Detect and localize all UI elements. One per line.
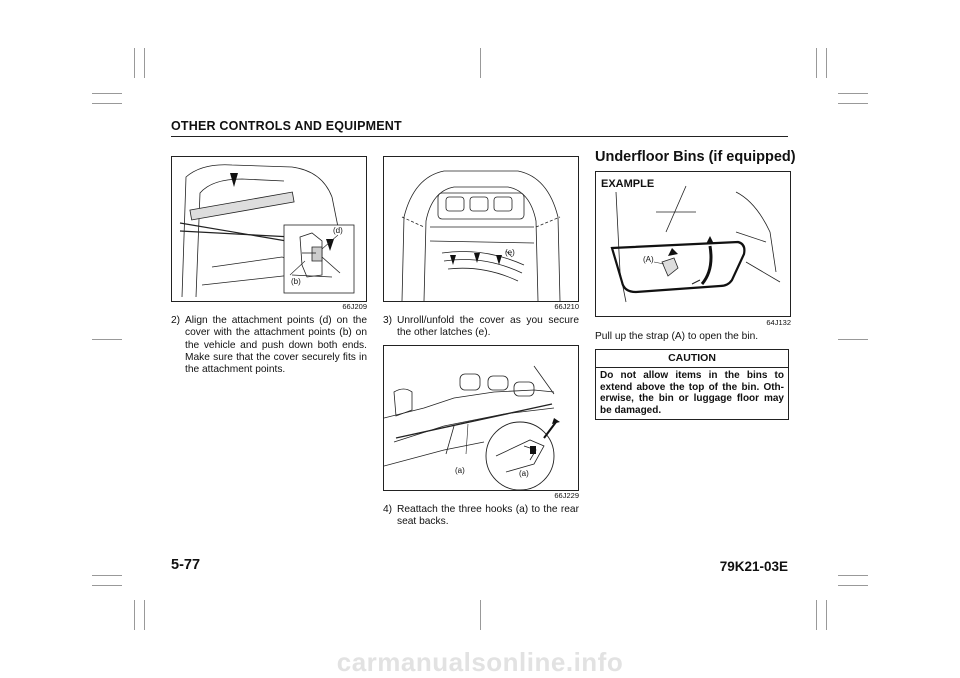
caution-box: CAUTION Do not allow items in the bins t… [595,349,789,420]
figure-code-64J132: 64J132 [766,318,791,327]
caution-title: CAUTION [596,350,788,368]
underfloor-bin-illustration [610,185,781,303]
watermark: carmanualsonline.info [336,647,624,677]
label-a-inset: (a) [519,469,529,478]
figure-code-66J209: 66J209 [342,302,367,311]
figure-underfloor-bin: (A) [595,171,791,317]
step-text: Unroll/unfold the cover as you secure th… [397,315,579,339]
label-A: (A) [643,255,654,264]
label-a-left: (a) [455,466,465,475]
caution-text: Do not allow items in the bins to extend… [600,370,784,416]
step-text: Align the attachment points (d) on the c… [185,315,367,376]
step-text: Reattach the three hooks (a) to the rear… [397,504,579,528]
figure-cargo-cover-attach: (d) (b) [171,156,367,302]
section-heading-underfloor-bins: Underfloor Bins (if equipped) [595,149,796,165]
example-label: EXAMPLE [601,178,655,190]
cover-latches-illustration [401,170,561,301]
step-4: 4) Reattach the three hooks (a) to the r… [383,504,579,529]
rear-seat-hooks-illustration [384,365,560,490]
step-number: 4) [383,504,393,515]
page-number: 5-77 [171,557,201,573]
figure-code-66J229: 66J229 [554,491,579,500]
instruction-text: Pull up the strap (A) to open the bin. [595,331,759,342]
label-d: (d) [333,226,343,235]
step-number: 2) [171,315,181,326]
section-title: OTHER CONTROLS AND EQUIPMENT [171,119,402,133]
step-2: 2) Align the attachment points (d) on th… [171,315,367,376]
step-number: 3) [383,315,393,326]
cargo-cover-illustration [179,164,355,298]
figure-cover-latches: (e) [383,156,579,302]
figure-rear-seat-hooks: (a) (a) [383,345,579,491]
figure-code-66J210: 66J210 [554,302,579,311]
doc-code: 79K21-03E [719,559,788,574]
label-b: (b) [291,277,301,286]
step-3: 3) Unroll/unfold the cover as you secure… [383,315,579,340]
header-rule [171,136,788,137]
label-e: (e) [505,248,515,257]
